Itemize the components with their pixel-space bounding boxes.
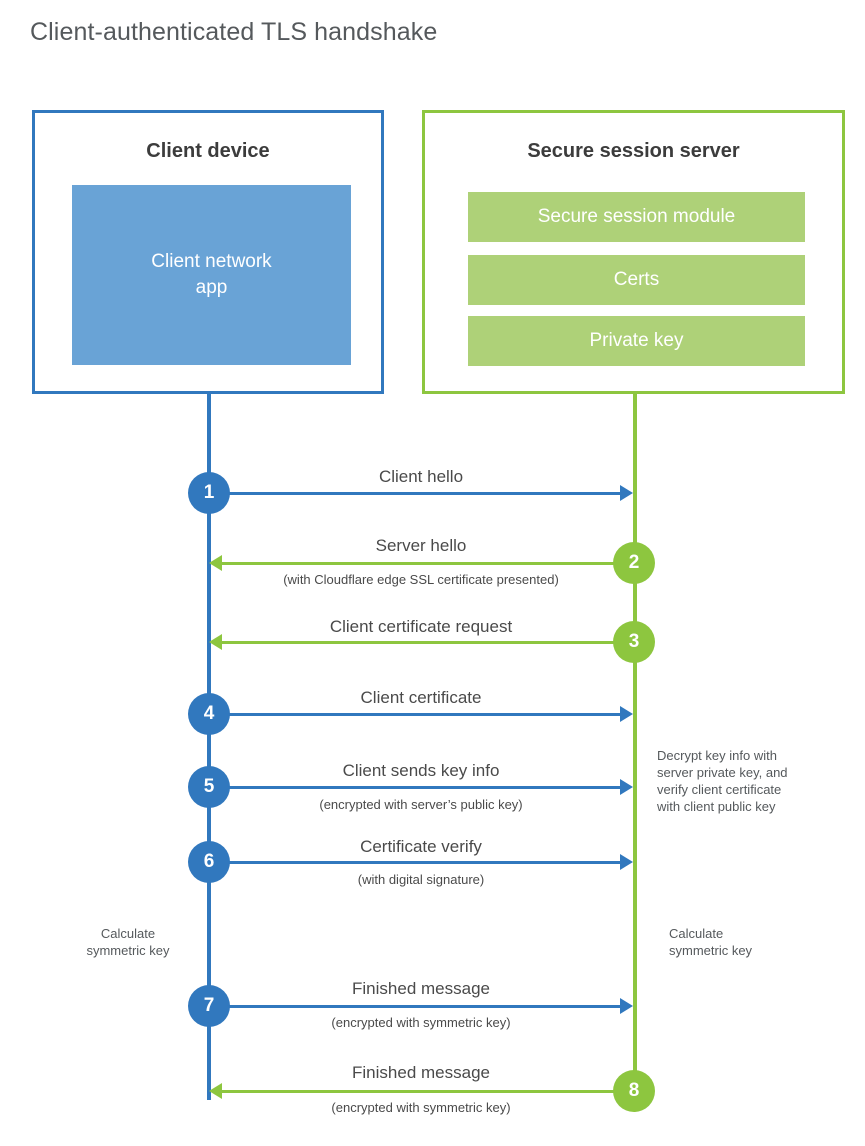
step-3-label: Client certificate request xyxy=(329,617,513,636)
secure-session-server-title: Secure session server xyxy=(527,140,740,162)
server-block-certs: Certs xyxy=(468,255,805,305)
step-8-arrow-head xyxy=(209,1083,222,1099)
client-calc-line-2: symmetric key xyxy=(86,943,170,958)
step-3-circle[interactable]: 3 xyxy=(613,621,655,663)
step-6-arrow-head xyxy=(620,854,633,870)
server-calc-line-2: symmetric key xyxy=(669,943,753,958)
step-3-arrow-head xyxy=(209,634,222,650)
step-5-arrow-line xyxy=(209,786,621,789)
client-network-app-block: Client network app xyxy=(72,185,351,365)
step-1-circle[interactable]: 1 xyxy=(188,472,230,514)
step-5-sub-label: (encrypted with server’s public key) xyxy=(319,797,523,812)
step-6-arrow-line xyxy=(209,861,621,864)
step-6-sub-label: (with digital signature) xyxy=(357,872,485,887)
client-app-line-2: app xyxy=(195,277,228,298)
step-2-label: Server hello xyxy=(375,536,467,555)
step-7-arrow-head xyxy=(620,998,633,1014)
step-4-label: Client certificate xyxy=(360,688,482,707)
step-2-circle[interactable]: 2 xyxy=(613,542,655,584)
step-5-circle[interactable]: 5 xyxy=(188,766,230,808)
step-6-label: Certificate verify xyxy=(360,837,482,856)
server-decrypt-line-1: Decrypt key info with xyxy=(657,748,777,763)
step-4-arrow-head xyxy=(620,706,633,722)
server-decrypt-annotation: Decrypt key info with server private key… xyxy=(657,747,857,815)
step-1-arrow-head xyxy=(620,485,633,501)
step-2-arrow-head xyxy=(209,555,222,571)
server-calculate-symmetric-key-annotation: Calculate symmetric key xyxy=(669,925,849,959)
step-4-circle[interactable]: 4 xyxy=(188,693,230,735)
step-5-label: Client sends key info xyxy=(342,761,500,780)
step-8-circle[interactable]: 8 xyxy=(613,1070,655,1112)
step-8-sub-label: (encrypted with symmetric key) xyxy=(331,1100,511,1115)
client-calculate-symmetric-key-annotation: Calculate symmetric key xyxy=(48,925,208,959)
server-block-secure-session-module: Secure session module xyxy=(468,192,805,242)
server-block-private-key: Private key xyxy=(468,316,805,366)
server-lifeline xyxy=(633,393,637,1092)
page-title: Client-authenticated TLS handshake xyxy=(30,18,438,46)
step-3-arrow-line xyxy=(222,641,634,644)
client-device-title: Client device xyxy=(146,140,270,162)
step-7-sub-label: (encrypted with symmetric key) xyxy=(331,1015,511,1030)
step-4-arrow-line xyxy=(209,713,621,716)
client-calc-line-1: Calculate xyxy=(100,926,156,941)
step-7-label: Finished message xyxy=(352,979,490,998)
server-decrypt-line-4: with client public key xyxy=(657,799,776,814)
server-calc-line-1: Calculate xyxy=(669,926,724,941)
step-1-label: Client hello xyxy=(378,467,464,486)
client-network-app-label: Client network app xyxy=(151,249,271,301)
step-8-label: Finished message xyxy=(352,1063,490,1082)
step-7-arrow-line xyxy=(209,1005,621,1008)
step-8-arrow-line xyxy=(222,1090,634,1093)
client-app-line-1: Client network xyxy=(151,251,272,272)
step-2-sub-label: (with Cloudflare edge SSL certificate pr… xyxy=(283,572,559,587)
step-6-circle[interactable]: 6 xyxy=(188,841,230,883)
step-5-arrow-head xyxy=(620,779,633,795)
client-device-box: Client device Client network app xyxy=(32,110,384,394)
step-7-circle[interactable]: 7 xyxy=(188,985,230,1027)
server-decrypt-line-3: verify client certificate xyxy=(657,782,782,797)
step-2-arrow-line xyxy=(222,562,634,565)
step-1-arrow-line xyxy=(209,492,621,495)
client-lifeline xyxy=(207,393,211,1100)
secure-session-server-box: Secure session server Secure session mod… xyxy=(422,110,845,394)
server-decrypt-line-2: server private key, and xyxy=(657,765,788,780)
